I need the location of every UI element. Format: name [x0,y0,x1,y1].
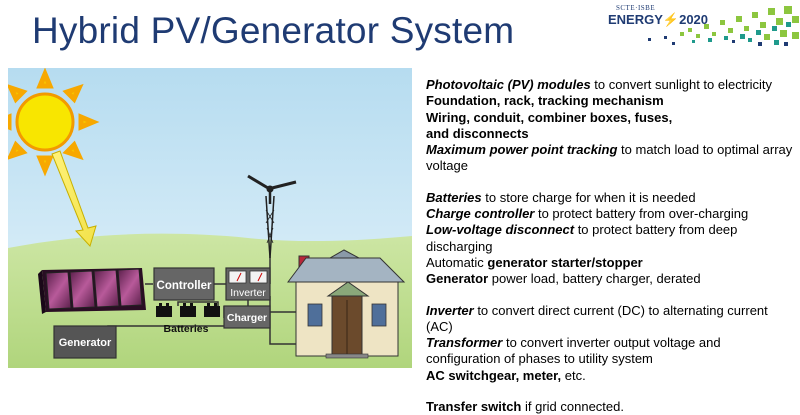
pv-modules [38,268,146,314]
section-gap [426,175,798,190]
list-item: Generator power load, battery charger, d… [426,271,798,287]
batteries-label: Batteries [164,323,209,335]
controller-label: Controller [157,280,212,292]
list-item-text: Foundation, rack, tracking mechanism [426,93,664,109]
list-item: Inverter to convert direct current (DC) … [426,303,798,336]
scte-energy-2020-logo: SCTE·ISBE ENERGY⚡2020 [588,2,800,50]
sun-icon [0,67,100,177]
list-item-text: to convert sunlight to electricity [590,77,773,92]
list-item-text: Transfer switch [426,399,522,415]
list-item: Charge controller to protect battery fro… [426,206,798,222]
pixel-mosaic-graphic [648,6,799,46]
list-item-text: etc. [561,367,586,383]
charger-box: Charger [223,305,271,329]
list-item: Maximum power point tracking to match lo… [426,142,798,175]
list-item-text: Photovoltaic (PV) modules [426,77,591,92]
list-item-text: if grid connected. [521,399,624,415]
batteries: Batteries [156,303,220,335]
list-item-text: to protect battery from over-charging [534,206,749,222]
charger-label: Charger [227,312,267,324]
slide-title: Hybrid PV/Generator System [32,10,515,51]
hybrid-system-diagram: Controller Inverter Charger Batteries [0,67,412,368]
controller-box: Controller [153,267,215,301]
list-item: Transformer to convert inverter output v… [426,335,798,368]
inverter-label: Inverter [230,287,266,299]
list-item-text: generator starter/stopper [487,254,643,270]
list-item-text: Batteries [426,189,482,205]
list-item-text: Low-voltage disconnect [426,222,575,238]
list-item: Batteries to store charge for when it is… [426,190,798,206]
list-item-text: power load, battery charger, derated [488,271,701,287]
list-item: Foundation, rack, tracking mechanism [426,93,798,109]
list-item-text: Inverter [426,302,474,318]
list-item-text: to match load to optimal array voltage [426,142,793,174]
list-item-text: Generator [426,271,489,287]
list-item-text: to convert direct current (DC) to altern… [426,302,768,334]
section-gap [426,288,798,303]
generator-label: Generator [59,337,112,349]
list-item: Photovoltaic (PV) modules to convert sun… [426,77,798,93]
list-item: Wiring, conduit, combiner boxes, fuses, [426,110,798,126]
list-item-text: Maximum power point tracking [426,142,618,158]
list-item: Automatic generator starter/stopper [426,255,798,271]
list-item-text: AC switchgear, meter, [426,367,562,383]
logo-scte-text: SCTE·ISBE [616,4,656,12]
list-item: AC switchgear, meter, etc. [426,368,798,384]
section-gap [426,384,798,399]
list-item-text: to convert inverter output voltage and c… [426,335,721,367]
list-item-text: Transformer [426,335,503,351]
list-item: and disconnects [426,126,798,142]
list-item: Transfer switch if grid connected. [426,399,798,415]
list-item-text: and disconnects [426,125,529,141]
house-icon [287,249,406,359]
list-item-text: to protect battery from deep discharging [426,222,738,254]
list-item-text: Wiring, conduit, combiner boxes, fuses, [426,109,673,125]
inverter-box: Inverter [225,267,271,301]
list-item-text: Charge controller [426,206,535,222]
generator-box: Generator [53,325,117,359]
logo-energy-text: ENERGY⚡2020 [608,12,709,27]
list-item: Low-voltage disconnect to protect batter… [426,222,798,255]
sunbeam-arrow [51,150,97,247]
components-list: Photovoltaic (PV) modules to convert sun… [426,77,798,415]
list-item-text: Automatic [426,254,488,270]
wind-turbine-icon [247,174,297,259]
list-item-text: to store charge for when it is needed [481,189,696,205]
